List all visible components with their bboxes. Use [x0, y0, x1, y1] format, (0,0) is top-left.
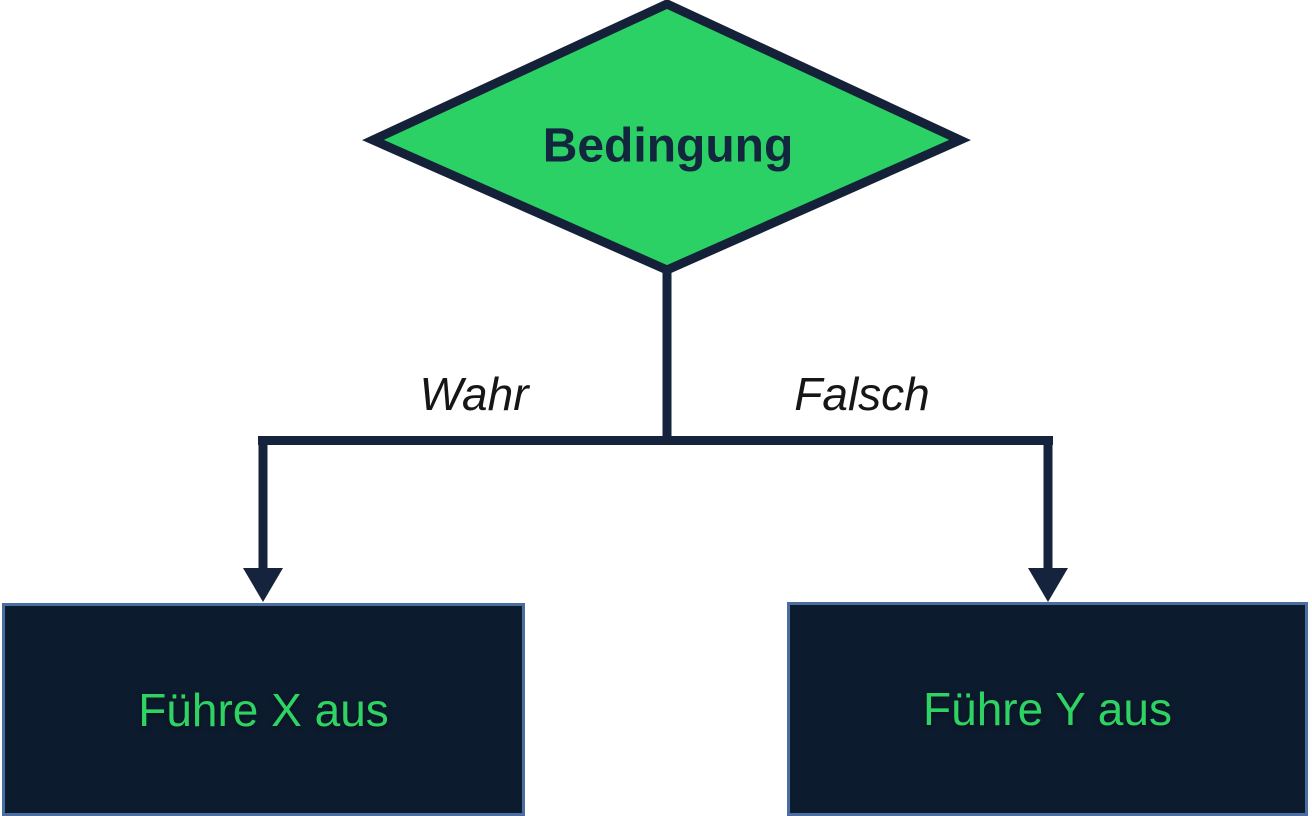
action-box-y: Führe Y aus: [787, 602, 1308, 816]
false-arrowhead-icon: [1028, 568, 1068, 602]
condition-label: Bedingung: [542, 119, 794, 173]
true-branch-label: Wahr: [419, 368, 529, 420]
action-box-x: Führe X aus: [2, 603, 525, 816]
action-box-y-label: Führe Y aus: [923, 683, 1172, 735]
true-arrowhead-icon: [243, 568, 283, 602]
action-box-x-label: Führe X aus: [138, 683, 389, 736]
false-branch-label: Falsch: [794, 368, 930, 420]
